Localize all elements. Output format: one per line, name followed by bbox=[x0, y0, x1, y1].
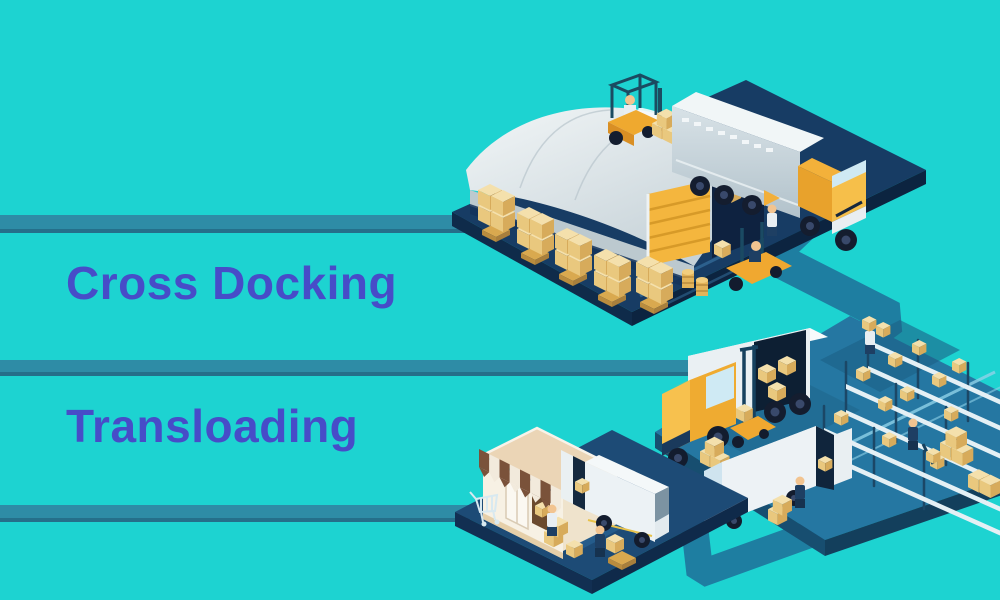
forklift-driver bbox=[625, 95, 635, 105]
warehouse-cross-docking-scene bbox=[452, 73, 926, 326]
unloading-truck-icon bbox=[662, 328, 828, 472]
trailer-arrow-icon bbox=[764, 190, 780, 206]
pallet-lift-icon bbox=[730, 345, 776, 448]
worker-icon bbox=[595, 525, 605, 557]
shopping-cart-icon bbox=[469, 491, 500, 527]
truck-cab-icon bbox=[662, 362, 736, 468]
truck-cab-icon bbox=[798, 158, 866, 251]
store-delivery-scene bbox=[455, 426, 748, 594]
cargo-truck-icon bbox=[672, 92, 866, 251]
worker-icon bbox=[767, 204, 777, 236]
trailer-vents bbox=[682, 118, 773, 152]
warehouse-roller-door-icon bbox=[646, 180, 711, 266]
store-awning-icon bbox=[479, 449, 561, 513]
road-band-middle bbox=[0, 360, 690, 376]
worker-icon bbox=[908, 418, 918, 450]
road-band-bottom bbox=[0, 505, 470, 522]
store-van-icon bbox=[561, 450, 669, 548]
barrel-icon bbox=[695, 276, 709, 297]
forklift-icon-small bbox=[714, 222, 792, 291]
barrel-icon bbox=[681, 268, 695, 289]
road-band-top bbox=[0, 215, 470, 233]
transloading-label: Transloading bbox=[66, 400, 359, 452]
worker-icon bbox=[547, 504, 557, 536]
open-trailer-boxes bbox=[754, 330, 806, 412]
worker-icon bbox=[795, 476, 805, 508]
cross-docking-label: Cross Docking bbox=[66, 257, 398, 309]
